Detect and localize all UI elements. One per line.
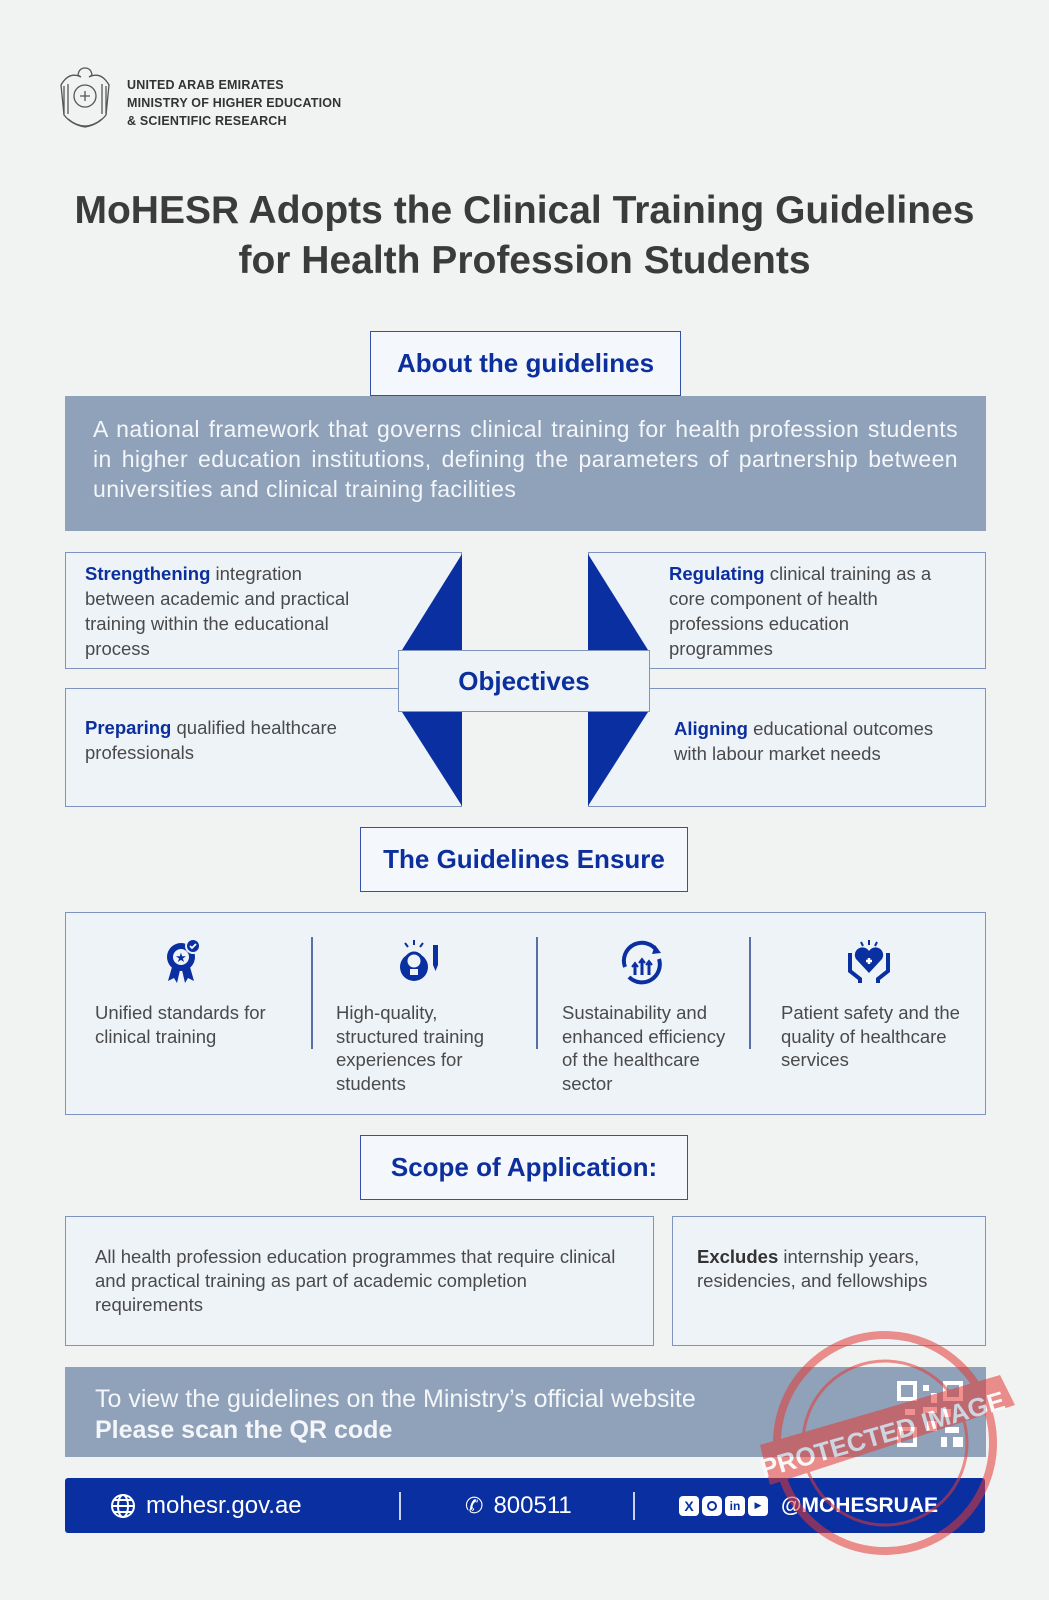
svg-text:★: ★ [175,950,187,965]
excludes-keyword: Excludes [697,1246,779,1267]
uae-emblem-logo [60,67,110,128]
ensure-item: High-quality, structured training experi… [336,937,516,1095]
website-link[interactable]: mohesr.gov.ae [110,1478,302,1533]
ministry-line: & SCIENTIFIC RESEARCH [127,114,287,128]
award-badge-icon: ★ [167,938,201,983]
phone-link[interactable]: ✆ 800511 [465,1478,572,1533]
objective-text: integration between academic and practic… [85,563,350,659]
divider [536,937,538,1049]
ministry-line: MINISTRY OF HIGHER EDUCATION [127,96,342,110]
ministry-line: UNITED ARAB EMIRATES [127,78,284,92]
globe-icon [111,1493,135,1518]
website-text: mohesr.gov.ae [146,1491,302,1519]
ensure-text: Patient safety and the quality of health… [781,1002,960,1070]
about-text: A national framework that governs clinic… [65,396,986,531]
x-icon[interactable]: X [679,1495,699,1516]
divider [311,937,313,1049]
excludes-text: internship years, residencies, and fello… [697,1246,928,1291]
ensure-item: Patient safety and the quality of health… [781,937,971,1072]
objective-keyword: Strengthening [85,563,211,584]
arrow-triangle [402,554,462,650]
divider [749,937,751,1049]
objective-keyword: Preparing [85,717,172,738]
scope-heading: Scope of Application: [360,1135,688,1200]
qr-text: To view the guidelines on the Ministry’s… [95,1385,696,1413]
ensure-text: High-quality, structured training experi… [336,1002,485,1094]
divider [633,1492,635,1520]
growth-cycle-icon [621,940,662,985]
qr-call-to-action: Please scan the QR code [95,1416,393,1444]
page-title: MoHESR Adopts the Clinical Training Guid… [0,186,1049,286]
protected-image-watermark: PROTECTED IMAGE [760,1331,1015,1555]
phone-icon: ✆ [465,1492,484,1518]
objective-card: Preparing qualified healthcare professio… [65,688,462,807]
objectives-arrows [402,554,648,806]
objective-text: educational outcomes with labour market … [674,718,934,764]
ensure-item: Sustainability and enhanced efficiency o… [562,937,742,1095]
ensure-item: ★ Unified standards for clinical trainin… [95,937,295,1048]
social-links[interactable]: X in ▶ @MOHESRUAE [679,1478,938,1533]
arrow-triangle [588,554,648,650]
title-line: for Health Profession Students [238,239,811,282]
linkedin-icon[interactable]: in [725,1495,745,1516]
hands-heart-icon [848,940,890,983]
objective-keyword: Aligning [674,718,748,739]
ensure-text: Unified standards for clinical training [95,1002,266,1047]
divider [399,1492,401,1520]
arrow-triangle [588,712,648,806]
ministry-name: UNITED ARAB EMIRATES MINISTRY OF HIGHER … [127,76,341,130]
youtube-icon[interactable]: ▶ [748,1495,768,1516]
qr-banner: To view the guidelines on the Ministry’s… [65,1367,986,1457]
objective-text: qualified healthcare professionals [85,717,337,763]
phone-text: 800511 [493,1491,572,1519]
ensure-text: Sustainability and enhanced efficiency o… [562,1002,726,1094]
objective-card: Regulating clinical training as a core c… [588,552,986,669]
ensure-panel: ★ Unified standards for clinical trainin… [65,912,986,1115]
scope-excludes: Excludes internship years, residencies, … [672,1216,986,1346]
objective-keyword: Regulating [669,563,765,584]
about-heading: About the guidelines [370,331,681,396]
objective-card: Aligning educational outcomes with labou… [588,688,986,807]
objective-card: Strengthening integration between academ… [65,552,462,669]
social-handle: @MOHESRUAE [781,1493,938,1517]
objective-text: clinical training as a core component of… [669,563,932,659]
scope-includes: All health profession education programm… [65,1216,654,1346]
lightbulb-gear-icon [400,940,438,981]
title-line: MoHESR Adopts the Clinical Training Guid… [74,189,975,232]
objectives-heading: Objectives [398,650,650,712]
arrow-triangle [402,712,462,806]
instagram-icon[interactable] [702,1495,722,1516]
ensure-heading: The Guidelines Ensure [360,827,688,892]
